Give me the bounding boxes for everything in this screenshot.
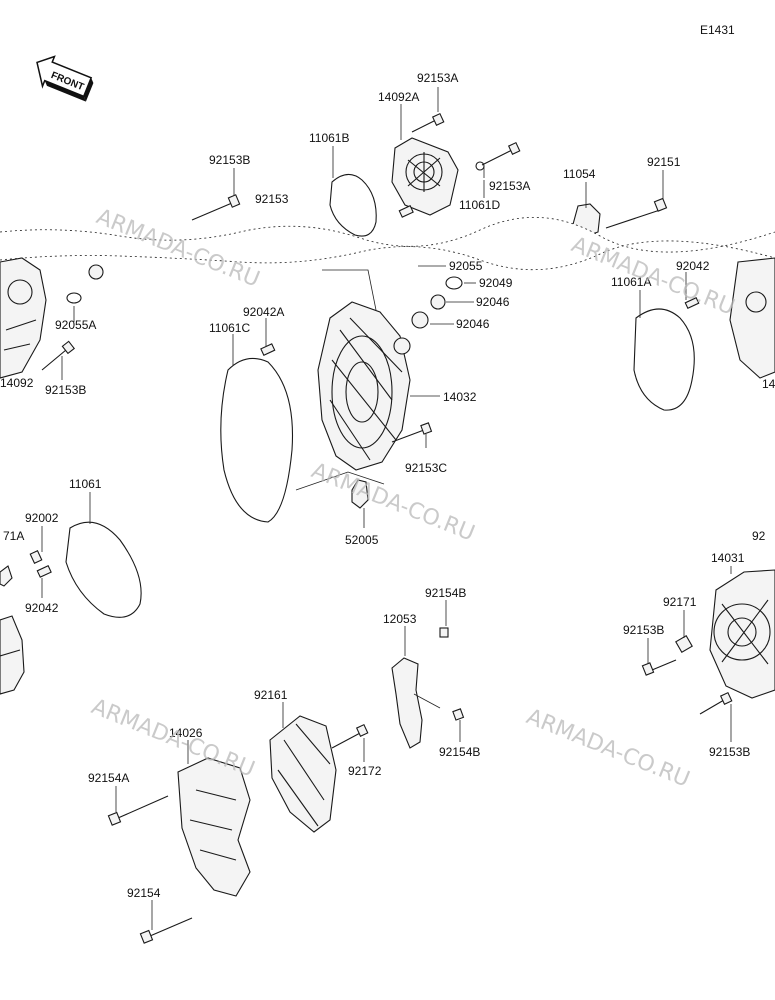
label-92154: 92154 bbox=[127, 886, 161, 900]
gasket-11061 bbox=[65, 521, 142, 618]
label-92161: 92161 bbox=[254, 688, 288, 702]
label-14092a: 14092A bbox=[378, 90, 419, 104]
bolt-92153b-right bbox=[641, 659, 677, 676]
torn-band bbox=[0, 217, 775, 278]
label-92055: 92055 bbox=[449, 259, 483, 273]
label-92171: 92171 bbox=[663, 595, 697, 609]
label-92154b-top: 92154B bbox=[425, 586, 466, 600]
bolt-92153b-bottomright bbox=[699, 691, 733, 715]
label-11054: 11054 bbox=[563, 167, 596, 181]
dowel-92042a bbox=[260, 343, 276, 356]
dowel-92042-right bbox=[684, 297, 700, 309]
cover-right bbox=[729, 257, 775, 379]
label-92046-b: 92046 bbox=[456, 317, 490, 331]
label-92055a: 92055A bbox=[55, 318, 96, 332]
label-92042-left: 92042 bbox=[25, 601, 59, 615]
label-92046-a: 92046 bbox=[476, 295, 510, 309]
label-92042a: 92042A bbox=[243, 305, 284, 319]
seal-92046-a bbox=[430, 294, 446, 310]
bracket-11054 bbox=[571, 197, 668, 239]
label-14031: 14031 bbox=[711, 551, 745, 565]
label-92002: 92002 bbox=[25, 511, 59, 525]
label-92154a: 92154A bbox=[88, 771, 129, 785]
bolt-92153a-mid bbox=[475, 141, 521, 171]
bolt-92154 bbox=[139, 917, 193, 944]
label-92153b-bottomright: 92153B bbox=[709, 745, 750, 759]
watermark-4: ARMADA-CO.RU bbox=[88, 694, 258, 782]
bolt-92153b-top bbox=[191, 194, 241, 221]
label-14-edge: 14 bbox=[762, 377, 775, 391]
label-11061d: 11061D bbox=[459, 198, 500, 212]
bolt-92153c bbox=[391, 422, 433, 443]
dowel-92042-left bbox=[36, 565, 52, 578]
oring-92055a bbox=[66, 292, 82, 304]
label-92153b-top: 92153B bbox=[209, 153, 250, 167]
guide-12053 bbox=[391, 657, 423, 749]
label-52005: 52005 bbox=[345, 533, 379, 547]
dowel-11061d bbox=[398, 205, 414, 218]
watermark-2: ARMADA-CO.RU bbox=[568, 232, 738, 320]
washer-92049 bbox=[445, 276, 463, 290]
label-92154b-bottom: 92154B bbox=[439, 745, 480, 759]
label-92049: 92049 bbox=[479, 276, 513, 290]
gasket-11061b bbox=[329, 173, 377, 237]
label-92042-right: 92042 bbox=[676, 259, 710, 273]
front-arrow-icon: FRONT bbox=[36, 55, 94, 102]
cover-14031 bbox=[709, 569, 775, 699]
cover-14026 bbox=[177, 757, 251, 897]
part-71a bbox=[0, 565, 13, 587]
bolt-92154b-bottom bbox=[452, 708, 465, 721]
label-11061a: 11061A bbox=[611, 275, 651, 289]
label-92153a-top: 92153A bbox=[417, 71, 458, 85]
diagram-code: E1431 bbox=[700, 23, 735, 37]
label-92-edge: 92 bbox=[752, 529, 766, 543]
bolt-92153a-top bbox=[411, 112, 445, 133]
label-92172: 92172 bbox=[348, 764, 382, 778]
part-52005 bbox=[351, 479, 369, 509]
bolt-92153b-left bbox=[41, 340, 76, 371]
label-14026: 14026 bbox=[169, 726, 203, 740]
label-92153b-left: 92153B bbox=[45, 383, 86, 397]
gasket-11061a bbox=[633, 308, 695, 411]
watermark-3: ARMADA-CO.RU bbox=[308, 458, 478, 546]
watermark-5: ARMADA-CO.RU bbox=[523, 704, 693, 792]
label-11061b: 11061B bbox=[309, 131, 349, 145]
label-11061: 11061 bbox=[69, 477, 102, 491]
label-92153c: 92153C bbox=[405, 461, 447, 475]
bolt-92172 bbox=[331, 723, 369, 749]
gasket-11061c bbox=[220, 357, 294, 523]
label-14092: 14092 bbox=[0, 376, 34, 390]
bolt-92002 bbox=[29, 550, 43, 564]
part-labels: 92153A 14092A 11061B 92153B 92153 92153A… bbox=[0, 71, 775, 900]
label-92151: 92151 bbox=[647, 155, 681, 169]
label-11061c: 11061C bbox=[209, 321, 250, 335]
bolt-92154a bbox=[107, 795, 169, 826]
seal-92046-b bbox=[411, 311, 429, 329]
label-92153: 92153 bbox=[255, 192, 289, 206]
label-14032: 14032 bbox=[443, 390, 477, 404]
leader-lines bbox=[41, 87, 732, 930]
plug bbox=[88, 264, 104, 280]
cover-92161 bbox=[269, 715, 337, 833]
cover-left-lower bbox=[0, 615, 25, 695]
label-12053: 12053 bbox=[383, 612, 417, 626]
cover-14092 bbox=[0, 257, 47, 379]
label-71a: 71A bbox=[3, 529, 24, 543]
cover-14092a bbox=[391, 137, 459, 216]
part-92171 bbox=[675, 635, 693, 653]
cover-14032 bbox=[317, 301, 411, 471]
label-92153b-right: 92153B bbox=[623, 623, 664, 637]
label-92153a-mid: 92153A bbox=[489, 179, 530, 193]
bolt-92154b-top bbox=[439, 627, 449, 638]
